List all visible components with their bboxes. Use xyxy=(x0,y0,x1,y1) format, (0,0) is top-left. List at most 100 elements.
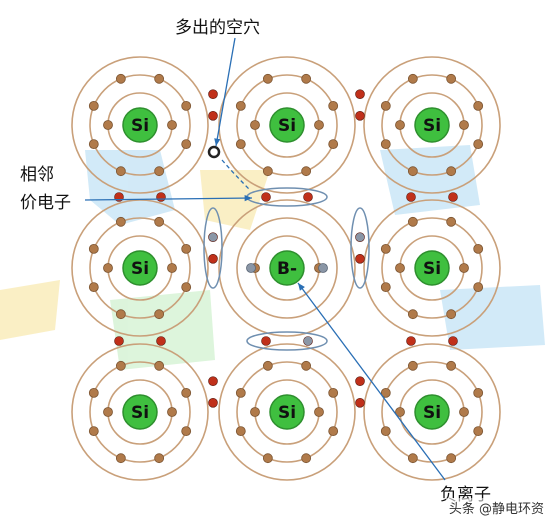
inner-electron xyxy=(328,387,339,398)
arrow-to-negative-ion xyxy=(297,282,446,481)
inner-electron xyxy=(115,166,126,177)
bond-electron xyxy=(355,397,365,408)
annotation-neighbor-line1: 相邻 xyxy=(20,165,54,185)
bond-electron xyxy=(448,192,458,202)
bond-electron xyxy=(208,376,218,387)
inner-electron xyxy=(250,407,260,417)
inner-electron xyxy=(407,73,418,84)
bond-electron xyxy=(208,397,218,408)
bond-ring xyxy=(203,207,223,289)
bond-electron xyxy=(406,192,416,202)
orbit-ring xyxy=(381,217,483,319)
inner-electron xyxy=(301,73,312,84)
boron-nucleus xyxy=(269,250,305,286)
silicon-nucleus xyxy=(122,107,158,143)
orbit-ring xyxy=(236,361,338,463)
inner-electron xyxy=(262,453,273,464)
inner-electron xyxy=(262,166,273,177)
inner-electron xyxy=(88,282,99,293)
silicon-label: Si xyxy=(131,116,149,136)
inner-electron xyxy=(154,73,165,84)
silicon-nucleus xyxy=(122,394,158,430)
bond-electron xyxy=(156,336,166,346)
inner-electron xyxy=(446,453,457,464)
inner-electron xyxy=(473,426,484,437)
arrow-to-hole-head xyxy=(214,138,221,146)
silicon-label: Si xyxy=(278,116,296,136)
inner-electron xyxy=(103,407,113,417)
inner-electron xyxy=(88,139,99,150)
orbit-ring xyxy=(236,74,338,176)
inner-electron xyxy=(262,360,273,371)
silicon-nucleus xyxy=(414,250,450,286)
bond-electron xyxy=(448,336,458,346)
inner-electron xyxy=(395,120,405,130)
orbit-ring xyxy=(363,199,501,337)
boron-electron xyxy=(246,263,256,273)
inner-electron xyxy=(181,387,192,398)
inner-electron xyxy=(115,73,126,84)
inner-electron xyxy=(88,243,99,254)
orbit-ring xyxy=(218,199,356,337)
inner-electron xyxy=(115,453,126,464)
orbit-ring xyxy=(363,343,501,481)
annotation-neighbor-line2: 价电子 xyxy=(20,193,71,213)
inner-electron xyxy=(301,360,312,371)
silicon-label: Si xyxy=(423,259,441,279)
bond-electron xyxy=(355,111,365,121)
silicon-label: Si xyxy=(278,403,296,423)
annotation-extra-hole: 多出的空穴 xyxy=(175,18,260,38)
bond-electron xyxy=(261,336,271,346)
silicon-label: Si xyxy=(131,259,149,279)
inner-electron xyxy=(395,263,405,273)
inner-electron xyxy=(380,243,391,254)
bond-electron xyxy=(355,376,365,387)
inner-electron xyxy=(262,73,273,84)
arrow-to-neighbor-electron-head xyxy=(244,194,252,202)
bond-electron xyxy=(208,111,218,121)
bond-electron xyxy=(355,89,365,99)
inner-electron xyxy=(181,243,192,254)
bond-electron xyxy=(355,232,365,242)
inner-electron xyxy=(314,407,324,417)
inner-electron xyxy=(473,100,484,111)
inner-electron xyxy=(181,100,192,111)
inner-electron xyxy=(235,426,246,437)
inner-electron xyxy=(154,166,165,177)
bond-electron xyxy=(355,253,365,264)
silicon-nucleus xyxy=(122,250,158,286)
inner-electron xyxy=(88,100,99,111)
inner-electron xyxy=(407,166,418,177)
inner-electron xyxy=(115,309,126,320)
bg-blue-shape-2 xyxy=(380,145,480,215)
inner-electron xyxy=(167,407,177,417)
inner-electron xyxy=(380,282,391,293)
bond-ring xyxy=(350,207,370,289)
inner-electron xyxy=(181,282,192,293)
inner-electron xyxy=(328,139,339,150)
silicon-nucleus xyxy=(269,107,305,143)
bg-blue-shape xyxy=(85,150,175,225)
bg-green-shape xyxy=(110,290,215,370)
boron-ion-label: B- xyxy=(277,259,297,279)
inner-electron xyxy=(154,360,165,371)
bond-ring xyxy=(246,331,328,351)
orbit-ring xyxy=(71,199,209,337)
orbit-ring xyxy=(218,343,356,481)
inner-electron xyxy=(115,360,126,371)
inner-electron xyxy=(103,263,113,273)
background-watermark-shapes xyxy=(0,145,545,370)
orbit-ring xyxy=(71,56,209,194)
orbit-ring xyxy=(363,56,501,194)
orbit-ring xyxy=(236,217,338,319)
bond-electron xyxy=(208,253,218,264)
inner-electron xyxy=(380,100,391,111)
inner-electron xyxy=(446,309,457,320)
orbit-ring xyxy=(381,74,483,176)
inner-electron xyxy=(154,216,165,227)
arrow-to-hole xyxy=(215,37,236,147)
inner-electron xyxy=(328,426,339,437)
silicon-label: Si xyxy=(131,403,149,423)
